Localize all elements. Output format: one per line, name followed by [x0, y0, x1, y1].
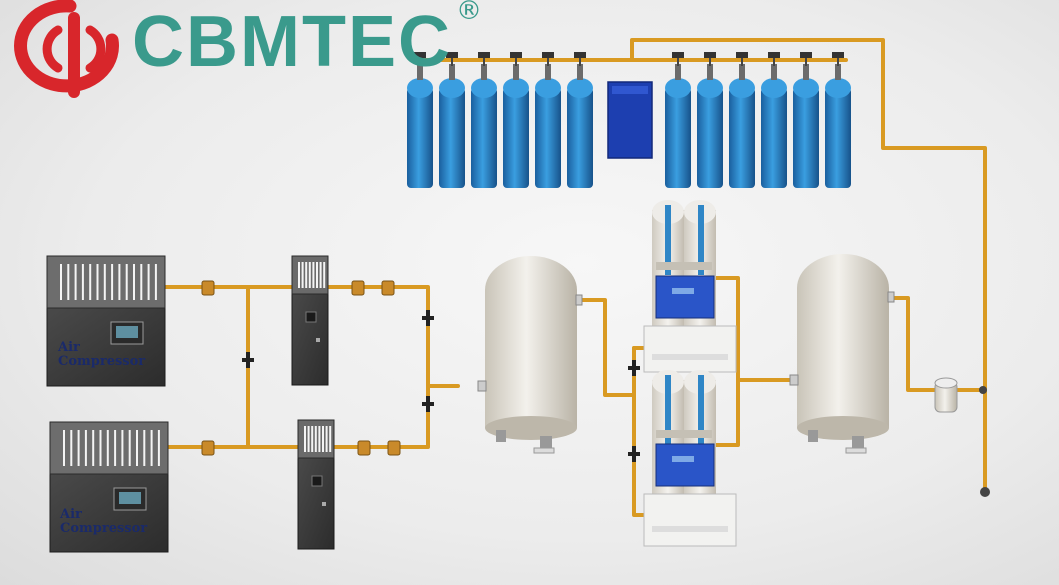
cylinder-valve-icon — [768, 52, 780, 58]
cylinder-valve-icon — [414, 52, 426, 58]
cylinder-valve-icon — [800, 52, 812, 58]
cylinder-valve-icon — [574, 52, 586, 58]
air-compressor-2 — [49, 421, 169, 553]
gas-cylinder — [665, 52, 691, 188]
gas-cylinder — [471, 52, 497, 188]
compressor-1-label-line1: Air — [58, 340, 80, 355]
cylinder-valve-icon — [510, 52, 522, 58]
compressor-2-label: Air Compressor — [60, 508, 147, 536]
gas-cylinder — [793, 52, 819, 188]
manifold-panel — [607, 81, 653, 159]
generator-controller-1 — [655, 275, 715, 319]
cbmtec-logo-icon — [14, 0, 119, 98]
generator-controller-2 — [655, 443, 715, 487]
cylinder-valve-icon — [542, 52, 554, 58]
gas-cylinder — [761, 52, 787, 188]
air-compressor-1 — [46, 255, 166, 387]
gas-cylinder — [729, 52, 755, 188]
compressor-2-label-line1: Air — [60, 507, 82, 522]
oxygen-filter — [934, 377, 958, 413]
gas-cylinder — [567, 52, 593, 188]
cylinder-valve-icon — [672, 52, 684, 58]
gas-cylinder — [439, 52, 465, 188]
cylinder-valve-icon — [704, 52, 716, 58]
gas-cylinder — [503, 52, 529, 188]
cylinder-bank — [407, 52, 851, 188]
cylinder-valve-icon — [736, 52, 748, 58]
oxygen-generator-2 — [643, 370, 737, 547]
registered-mark: ® — [456, 0, 482, 26]
compressor-1-label: Air Compressor — [58, 341, 145, 369]
air-dryer-2 — [297, 419, 335, 550]
gas-cylinder — [407, 52, 433, 188]
air-buffer-tank — [477, 256, 583, 454]
cylinder-valve-icon — [832, 52, 844, 58]
gas-cylinder — [825, 52, 851, 188]
brand-name: CBMTEC — [132, 2, 452, 82]
compressor-1-label-line2: Compressor — [58, 354, 146, 369]
gas-cylinder — [535, 52, 561, 188]
compressor-2-label-line2: Compressor — [60, 521, 148, 536]
cylinder-valve-icon — [478, 52, 490, 58]
air-dryer-1 — [291, 255, 329, 386]
cylinder-valve-icon — [446, 52, 458, 58]
oxygen-generator-1 — [643, 200, 737, 373]
oxygen-buffer-tank — [789, 254, 895, 454]
gas-cylinder — [697, 52, 723, 188]
